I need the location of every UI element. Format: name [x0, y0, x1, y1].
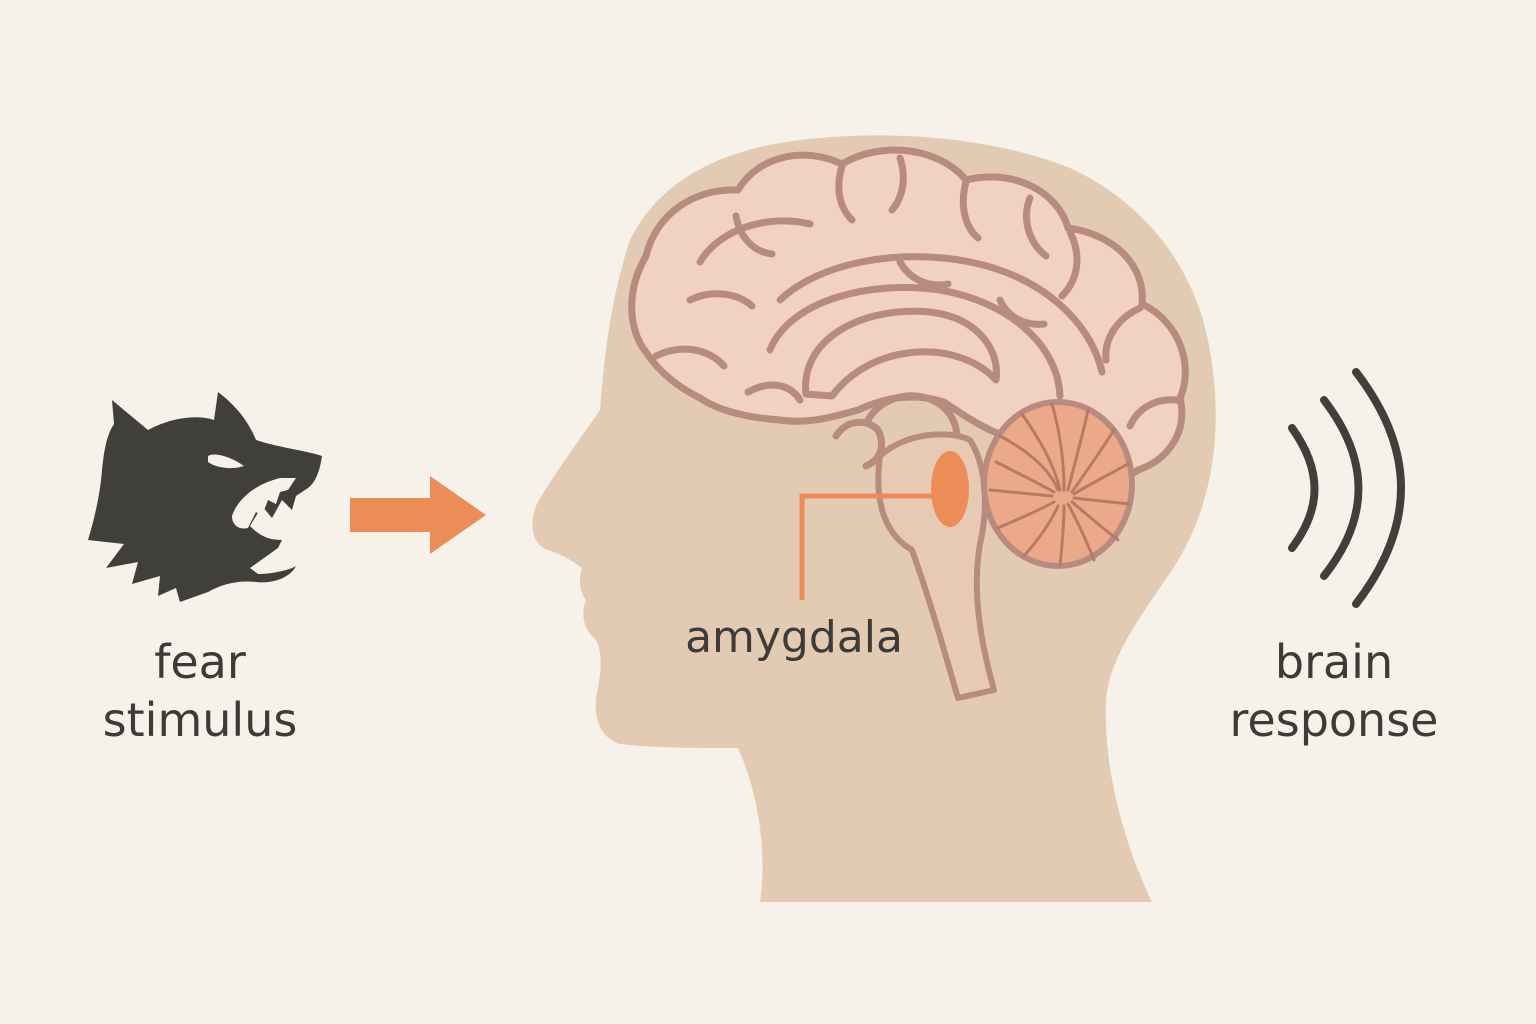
arrow-right-icon [350, 476, 486, 554]
response-label-line1: brain [1275, 635, 1393, 689]
amygdala-leader-line [799, 493, 934, 600]
brain-cerebrum [628, 146, 1189, 481]
stimulus-label-line1: fear [154, 635, 246, 689]
cerebellum [981, 399, 1135, 569]
amygdala-marker [931, 451, 969, 527]
response-label-line2: response [1230, 693, 1439, 747]
signal-waves-icon [1288, 368, 1405, 608]
amygdala-label: amygdala [685, 612, 903, 663]
stimulus-label-line2: stimulus [103, 693, 298, 747]
wolf-head-icon [88, 392, 322, 602]
